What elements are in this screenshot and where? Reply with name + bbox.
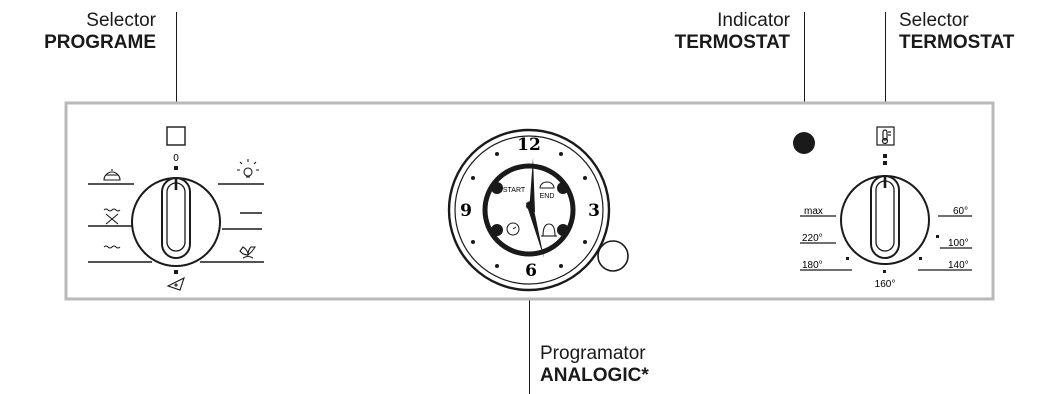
clock-minute-dots xyxy=(471,152,587,268)
thermostat-selector-knob[interactable]: max 220° 180° 160° 140° 100° 60° xyxy=(800,126,972,290)
clock-numeral-12: 12 xyxy=(517,135,541,155)
thermo-mark-icon xyxy=(883,161,887,165)
lamp-icon xyxy=(237,159,259,178)
clock-minute-hand xyxy=(529,158,535,212)
callout-line1: Selector xyxy=(899,10,969,31)
callout-line1: Indicator xyxy=(717,10,790,31)
leader-line-programator xyxy=(529,294,530,394)
thermo-label-100: 100° xyxy=(948,238,969,249)
thermo-label-220: 220° xyxy=(802,233,823,244)
alarm-button[interactable] xyxy=(557,224,569,236)
callout-line1: Selector xyxy=(86,10,156,31)
clock-inner-ring xyxy=(454,135,604,285)
clock-numeral-9: 9 xyxy=(460,201,472,221)
callout-programator-analogic: Programator ANALOGIC* xyxy=(540,343,720,387)
clock-set-knob[interactable] xyxy=(597,240,629,272)
thermo-label-140: 140° xyxy=(948,260,969,271)
thermo-label-60: 60° xyxy=(953,206,968,217)
pizza-icon xyxy=(166,276,185,291)
clock-numeral-3: 3 xyxy=(588,201,600,221)
analog-programmer-clock[interactable]: 12 3 6 9 START END xyxy=(447,128,629,292)
callout-line2: PROGRAME xyxy=(44,32,156,53)
timer-button[interactable] xyxy=(491,224,503,236)
fan-icon xyxy=(239,246,256,259)
scale-dot xyxy=(936,235,939,238)
program-selector-knob[interactable]: 0 xyxy=(88,126,264,291)
leader-line-termostat xyxy=(885,12,886,124)
start-label: START xyxy=(503,187,526,194)
end-label: END xyxy=(540,193,555,200)
thermostat-indicator-light xyxy=(793,132,815,154)
clock-numeral-6: 6 xyxy=(525,261,537,281)
callout-indicator-termostat: Indicator TERMOSTAT xyxy=(620,10,790,54)
zero-mark-icon xyxy=(174,166,178,170)
thermo-label-max: max xyxy=(804,206,823,217)
off-square-icon xyxy=(166,126,186,146)
end-button[interactable] xyxy=(557,182,569,194)
callout-line1: Programator xyxy=(540,343,646,364)
thermo-label-180: 180° xyxy=(802,260,823,271)
callout-selector-termostat: Selector TERMOSTAT xyxy=(899,10,1049,54)
top-heat-icon xyxy=(103,169,121,181)
clock-dial-ring xyxy=(482,163,576,257)
leader-line-programe xyxy=(176,12,177,124)
clock-hour-hand xyxy=(526,200,544,258)
thermo-mark-icon xyxy=(883,154,887,158)
callout-selector-programe: Selector PROGRAME xyxy=(8,10,156,54)
bell-icon xyxy=(541,223,557,237)
program-zero-label: 0 xyxy=(173,153,179,164)
start-button[interactable] xyxy=(491,182,503,194)
scale-dot xyxy=(846,257,849,260)
bottom-mark-icon xyxy=(174,270,178,274)
grill-icon xyxy=(103,245,121,249)
scale-dot xyxy=(883,270,886,273)
thermostat-knob-grip xyxy=(870,175,900,259)
timer-icon xyxy=(506,222,520,236)
scale-dot xyxy=(919,257,922,260)
grill-fan-icon xyxy=(103,208,121,225)
callout-line2: TERMOSTAT xyxy=(674,32,790,53)
leader-line-indicator xyxy=(804,12,805,130)
callout-line2: ANALOGIC* xyxy=(540,365,649,386)
cooking-end-icon xyxy=(539,181,555,189)
thermo-label-160: 160° xyxy=(875,279,896,290)
callout-line2: TERMOSTAT xyxy=(899,32,1015,53)
thermometer-icon xyxy=(876,126,895,146)
clock-center-pin xyxy=(526,203,532,209)
